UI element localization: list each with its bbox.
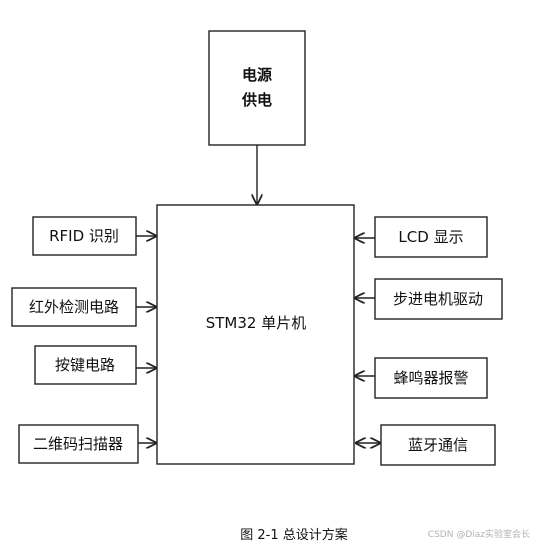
infrared-label: 红外检测电路 xyxy=(29,298,119,316)
scanner-label: 二维码扫描器 xyxy=(33,435,123,453)
lcd-block: LCD 显示 xyxy=(374,216,488,258)
power-label-line1: 电源 xyxy=(242,66,272,84)
rfid-block: RFID 识别 xyxy=(32,216,137,256)
mcu-label: STM32 单片机 xyxy=(206,314,306,332)
keys-label: 按键电路 xyxy=(55,356,115,374)
mcu-block: STM32 单片机 xyxy=(156,204,355,465)
motor-driver-label: 步进电机驱动 xyxy=(393,290,483,308)
power-supply-block: 电源 供电 xyxy=(208,30,306,146)
figure-caption: 图 2-1 总设计方案 xyxy=(240,527,348,543)
buzzer-label: 蜂鸣器报警 xyxy=(393,369,468,387)
scanner-block: 二维码扫描器 xyxy=(18,424,139,464)
keys-block: 按键电路 xyxy=(34,345,137,385)
lcd-label: LCD 显示 xyxy=(398,228,463,246)
bluetooth-block: 蓝牙通信 xyxy=(380,424,496,466)
watermark: CSDN @Diaz实验室会长 xyxy=(428,528,530,540)
buzzer-block: 蜂鸣器报警 xyxy=(374,357,488,399)
motor-driver-block: 步进电机驱动 xyxy=(374,278,503,320)
infrared-block: 红外检测电路 xyxy=(11,287,137,327)
rfid-label: RFID 识别 xyxy=(49,227,119,245)
bluetooth-label: 蓝牙通信 xyxy=(408,436,468,454)
power-label-line2: 供电 xyxy=(241,91,272,109)
